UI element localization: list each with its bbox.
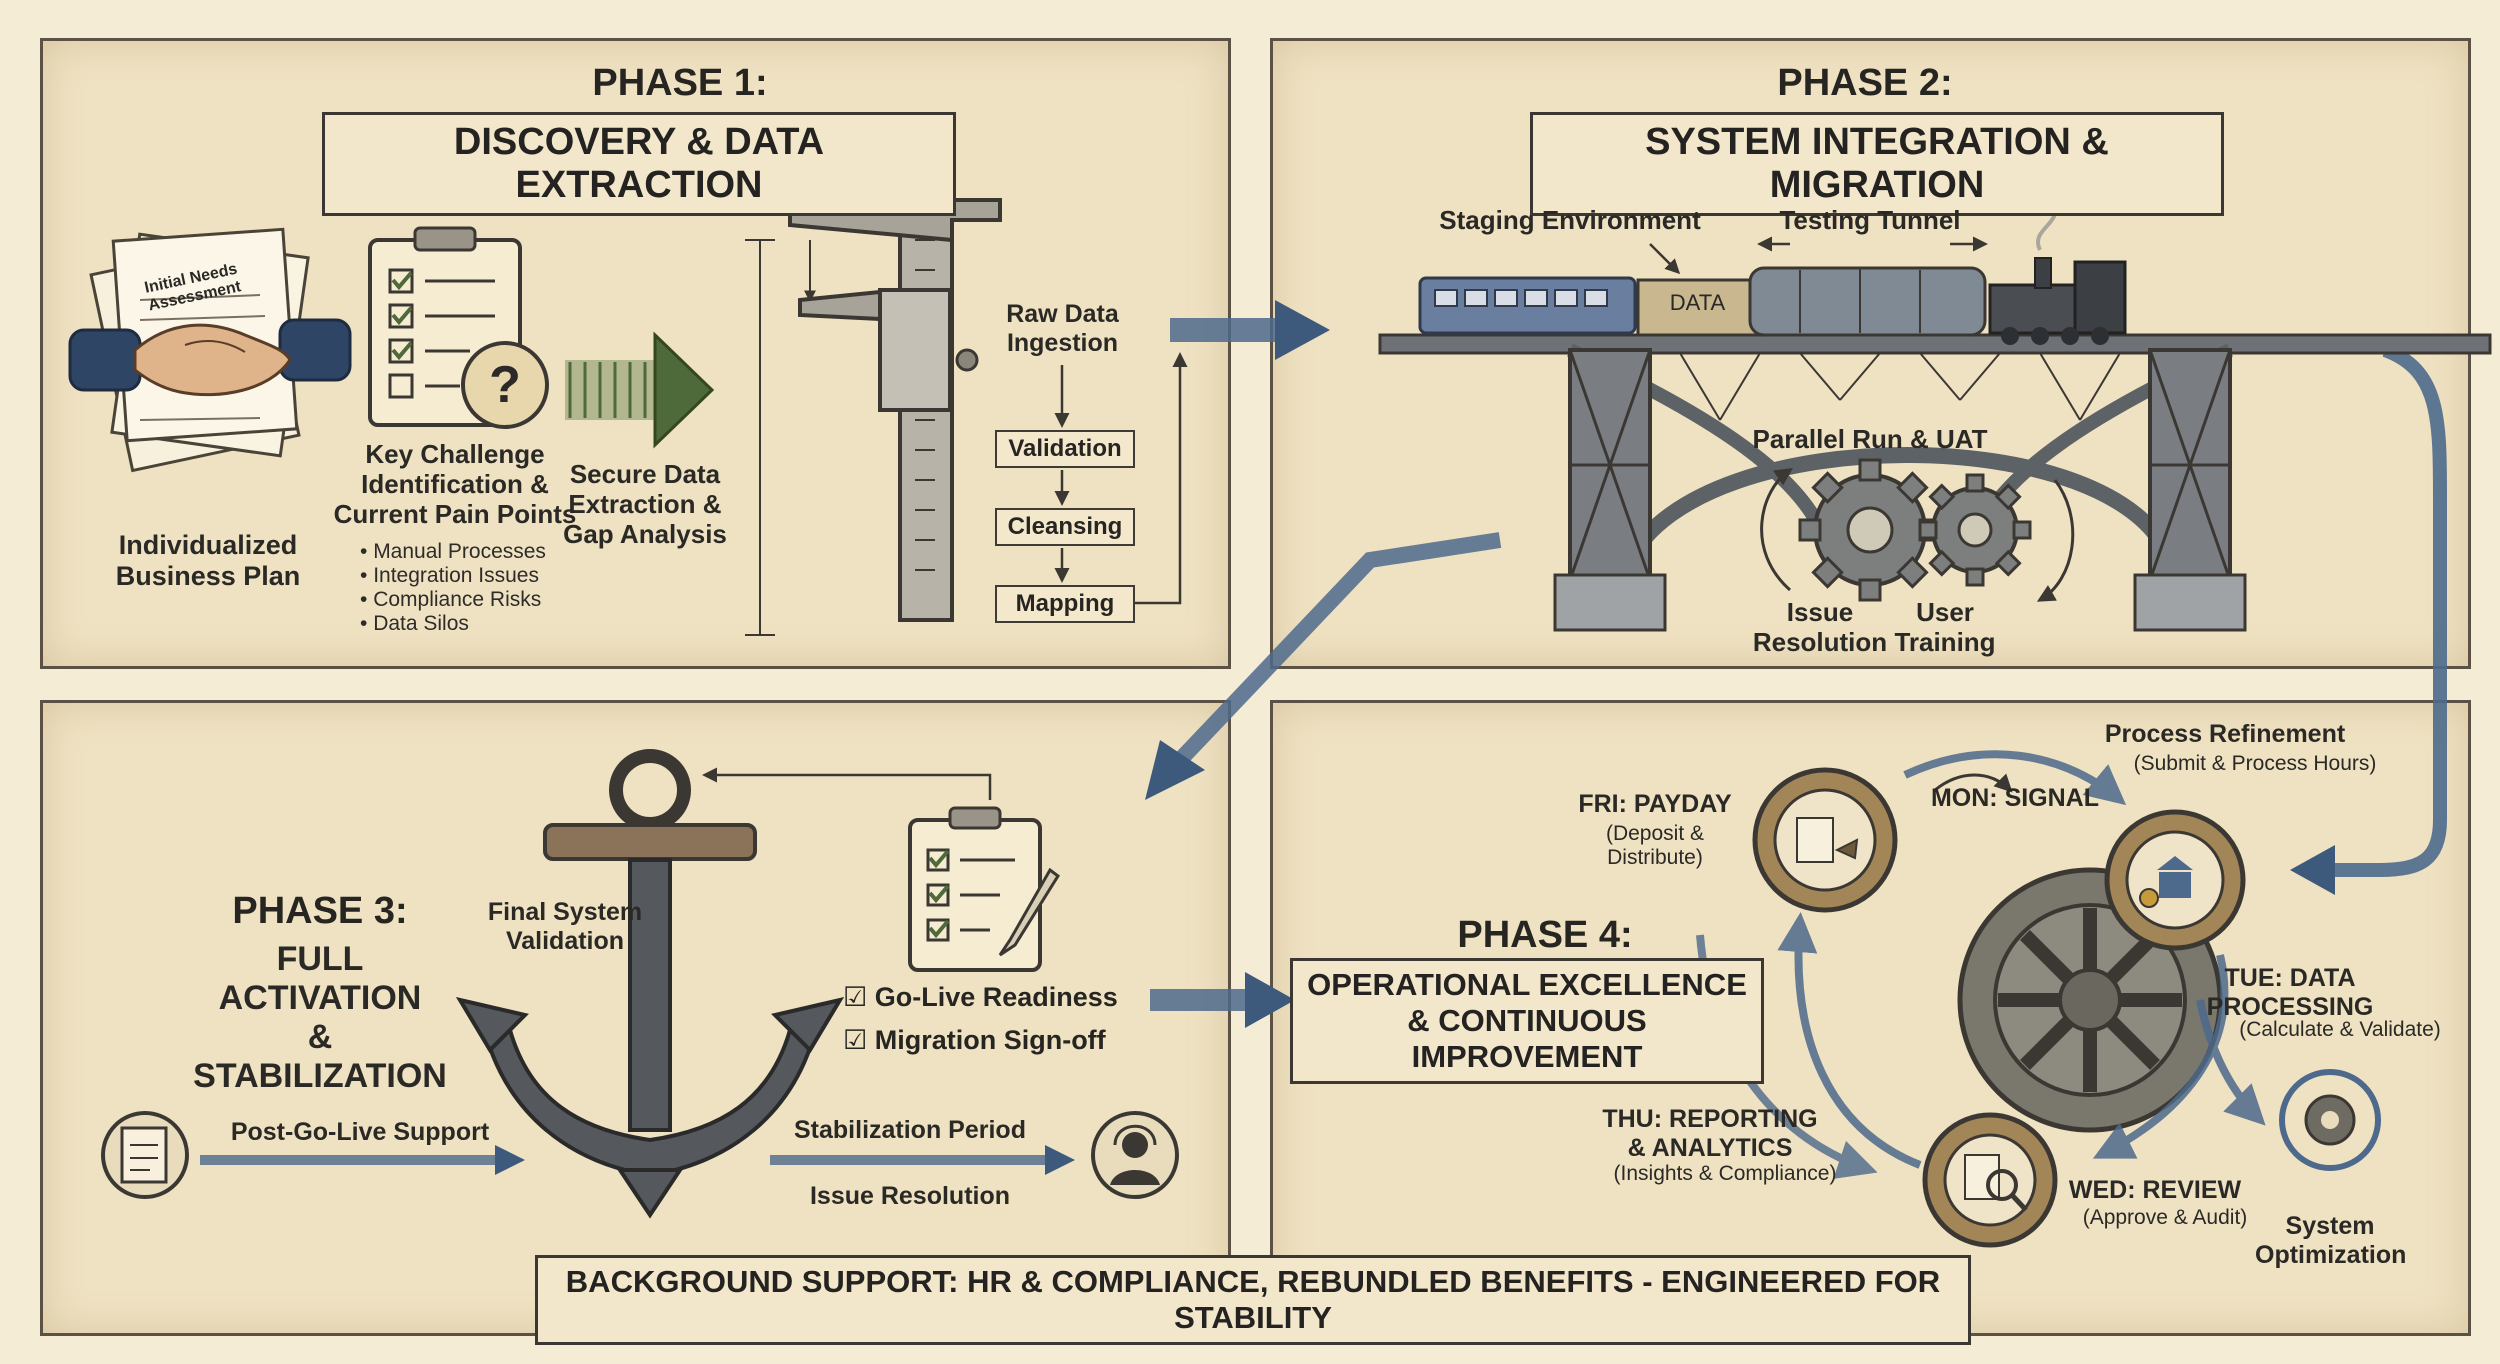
tue-sub: (Calculate & Validate) [2239,1018,2441,1041]
phase3-title: FULL ACTIVATION & STABILIZATION [193,940,447,1096]
validation-feedback-arrow [702,767,992,800]
phase4-title: OPERATIONAL EXCELLENCE & CONTINUOUS IMPR… [1290,958,1764,1084]
check-migration-signoff: ☑ Migration Sign-off [843,1025,1106,1055]
business-plan-label: Individualized Business Plan [115,530,301,592]
green-arrow-icon [565,331,715,449]
flow-arrow-p3-p4 [1150,972,1295,1028]
staging-environment-label: Staging Environment [1439,205,1701,235]
stabilization-label: Stabilization Period [794,1116,1026,1144]
step-mapping: Mapping [995,585,1135,623]
phase1-number: PHASE 1: [592,62,768,104]
fri-label: FRI: PAYDAY [1578,790,1732,818]
bridge-icon [1378,333,2492,632]
svg-text:?: ? [489,356,521,414]
operations-gear-cycle [1696,750,2266,1248]
pain-point-item: Integration Issues [360,564,546,588]
pain-point-item: Manual Processes [360,540,546,564]
parallel-run-gears-icon [1760,458,2075,602]
post-go-live-label: Post-Go-Live Support [230,1118,490,1146]
key-challenge-label: Key Challenge Identification & Current P… [333,439,577,529]
background-support-banner: BACKGROUND SUPPORT: HR & COMPLIANCE, REB… [535,1255,1971,1345]
secure-extraction-label: Secure Data Extraction & Gap Analysis [563,459,727,549]
raw-ingestion-label: Raw Data Ingestion [1006,300,1119,357]
pain-point-item: Compliance Risks [360,588,546,612]
step-cleansing: Cleansing [995,508,1135,546]
issue-resolution-p3-label: Issue Resolution [809,1182,1011,1210]
parallel-run-label: Parallel Run & UAT [1752,424,1988,454]
user-training-label: User Training [1894,597,1996,657]
phase2-title: SYSTEM INTEGRATION & MIGRATION [1530,112,2224,216]
ingestion-loop-arrows [1054,352,1188,605]
headset-support-icon [1091,1111,1179,1199]
fri-sub: (Deposit & Distribute) [1605,822,1705,870]
clipboard-pen-icon [908,806,1061,972]
testing-tunnel-arrow [1649,236,1988,275]
process-refinement-label: Process Refinement [2104,720,2346,748]
support-doc-icon [101,1111,189,1199]
thu-sub: (Insights & Compliance) [1613,1162,1837,1185]
phase2-number: PHASE 2: [1777,62,1953,104]
phase1-title: DISCOVERY & DATA EXTRACTION [322,112,956,216]
anchor-icon [455,749,845,1219]
pain-points-list: Manual Processes Integration Issues Comp… [360,540,546,636]
check-go-live: ☑ Go-Live Readiness [843,982,1118,1012]
support-flow-arrows [200,1145,1075,1175]
process-refinement-sub: (Submit & Process Hours) [2133,752,2377,775]
issue-resolution-label: Issue Resolution [1752,597,1888,657]
flow-arrow-p1-p2 [1170,300,1330,360]
handshake-papers-icon [68,227,352,473]
train-icon [1418,192,2127,345]
testing-tunnel-label: Testing Tunnel [1779,205,1961,235]
data-car-label: DATA [1669,290,1726,315]
check-migration-signoff-label: Migration Sign-off [874,1025,1106,1055]
check-go-live-label: Go-Live Readiness [874,982,1118,1012]
system-optimization-label: System Optimization [2255,1212,2407,1269]
thu-label: THU: REPORTING & ANALYTICS [1602,1105,1818,1162]
wed-label: WED: REVIEW [2068,1176,2242,1204]
caliper-icon [745,198,1002,636]
final-validation-label: Final System Validation [487,898,643,955]
wed-sub: (Approve & Audit) [2082,1206,2248,1229]
flow-arrow-p2-p4 [2290,343,2447,895]
phase3-number: PHASE 3: [232,890,408,932]
step-validation: Validation [995,430,1135,468]
system-optimization-icon [2279,1069,2381,1171]
phase4-number: PHASE 4: [1457,914,1633,956]
clipboard-checklist-icon: ? [368,226,549,429]
tue-label: TUE: DATA PROCESSING [2206,964,2374,1021]
pain-point-item: Data Silos [360,612,546,636]
mon-label: MON: SIGNAL [1930,784,2100,812]
flow-arrow-p2-p3 [1145,532,1502,800]
